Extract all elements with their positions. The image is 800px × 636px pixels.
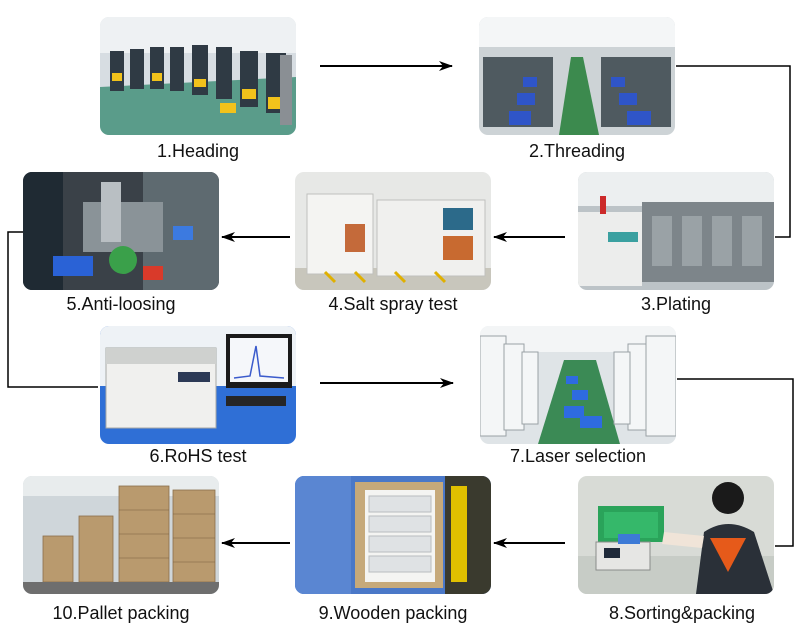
step-2-photo xyxy=(479,17,675,135)
step-10-photo xyxy=(23,476,219,594)
step-1-photo xyxy=(100,17,296,135)
step-7-label: 7.Laser selection xyxy=(509,446,647,466)
wooden-box-packing-photo xyxy=(295,476,491,594)
threading-machines-photo xyxy=(479,17,675,135)
salt-spray-chamber-photo xyxy=(295,172,491,290)
pallet-stack-photo xyxy=(23,476,219,594)
step-7-photo xyxy=(480,326,676,444)
step-5-label: 5.Anti-loosing xyxy=(66,294,176,314)
laser-selection-machines-photo xyxy=(480,326,676,444)
step-10-label: 10.Pallet packing xyxy=(52,603,190,623)
plating-line-photo xyxy=(578,172,774,290)
step-8-label: 8.Sorting&packing xyxy=(608,603,756,623)
step-1-label: 1.Heading xyxy=(156,141,240,161)
step-3-photo xyxy=(578,172,774,290)
step-4-photo xyxy=(295,172,491,290)
step-3-label: 3.Plating xyxy=(640,294,712,314)
step-6-photo xyxy=(100,326,296,444)
step-9-label: 9.Wooden packing xyxy=(318,603,468,623)
anti-loosing-machine-photo xyxy=(23,172,219,290)
step-6-label: 6.RoHS test xyxy=(149,446,247,466)
rohs-analyzer-photo xyxy=(100,326,296,444)
heading-machines-photo xyxy=(100,17,296,135)
step-4-label: 4.Salt spray test xyxy=(328,294,458,314)
step-8-photo xyxy=(578,476,774,594)
sorting-worker-photo xyxy=(578,476,774,594)
step-5-photo xyxy=(23,172,219,290)
step-9-photo xyxy=(295,476,491,594)
step-2-label: 2.Threading xyxy=(528,141,626,161)
